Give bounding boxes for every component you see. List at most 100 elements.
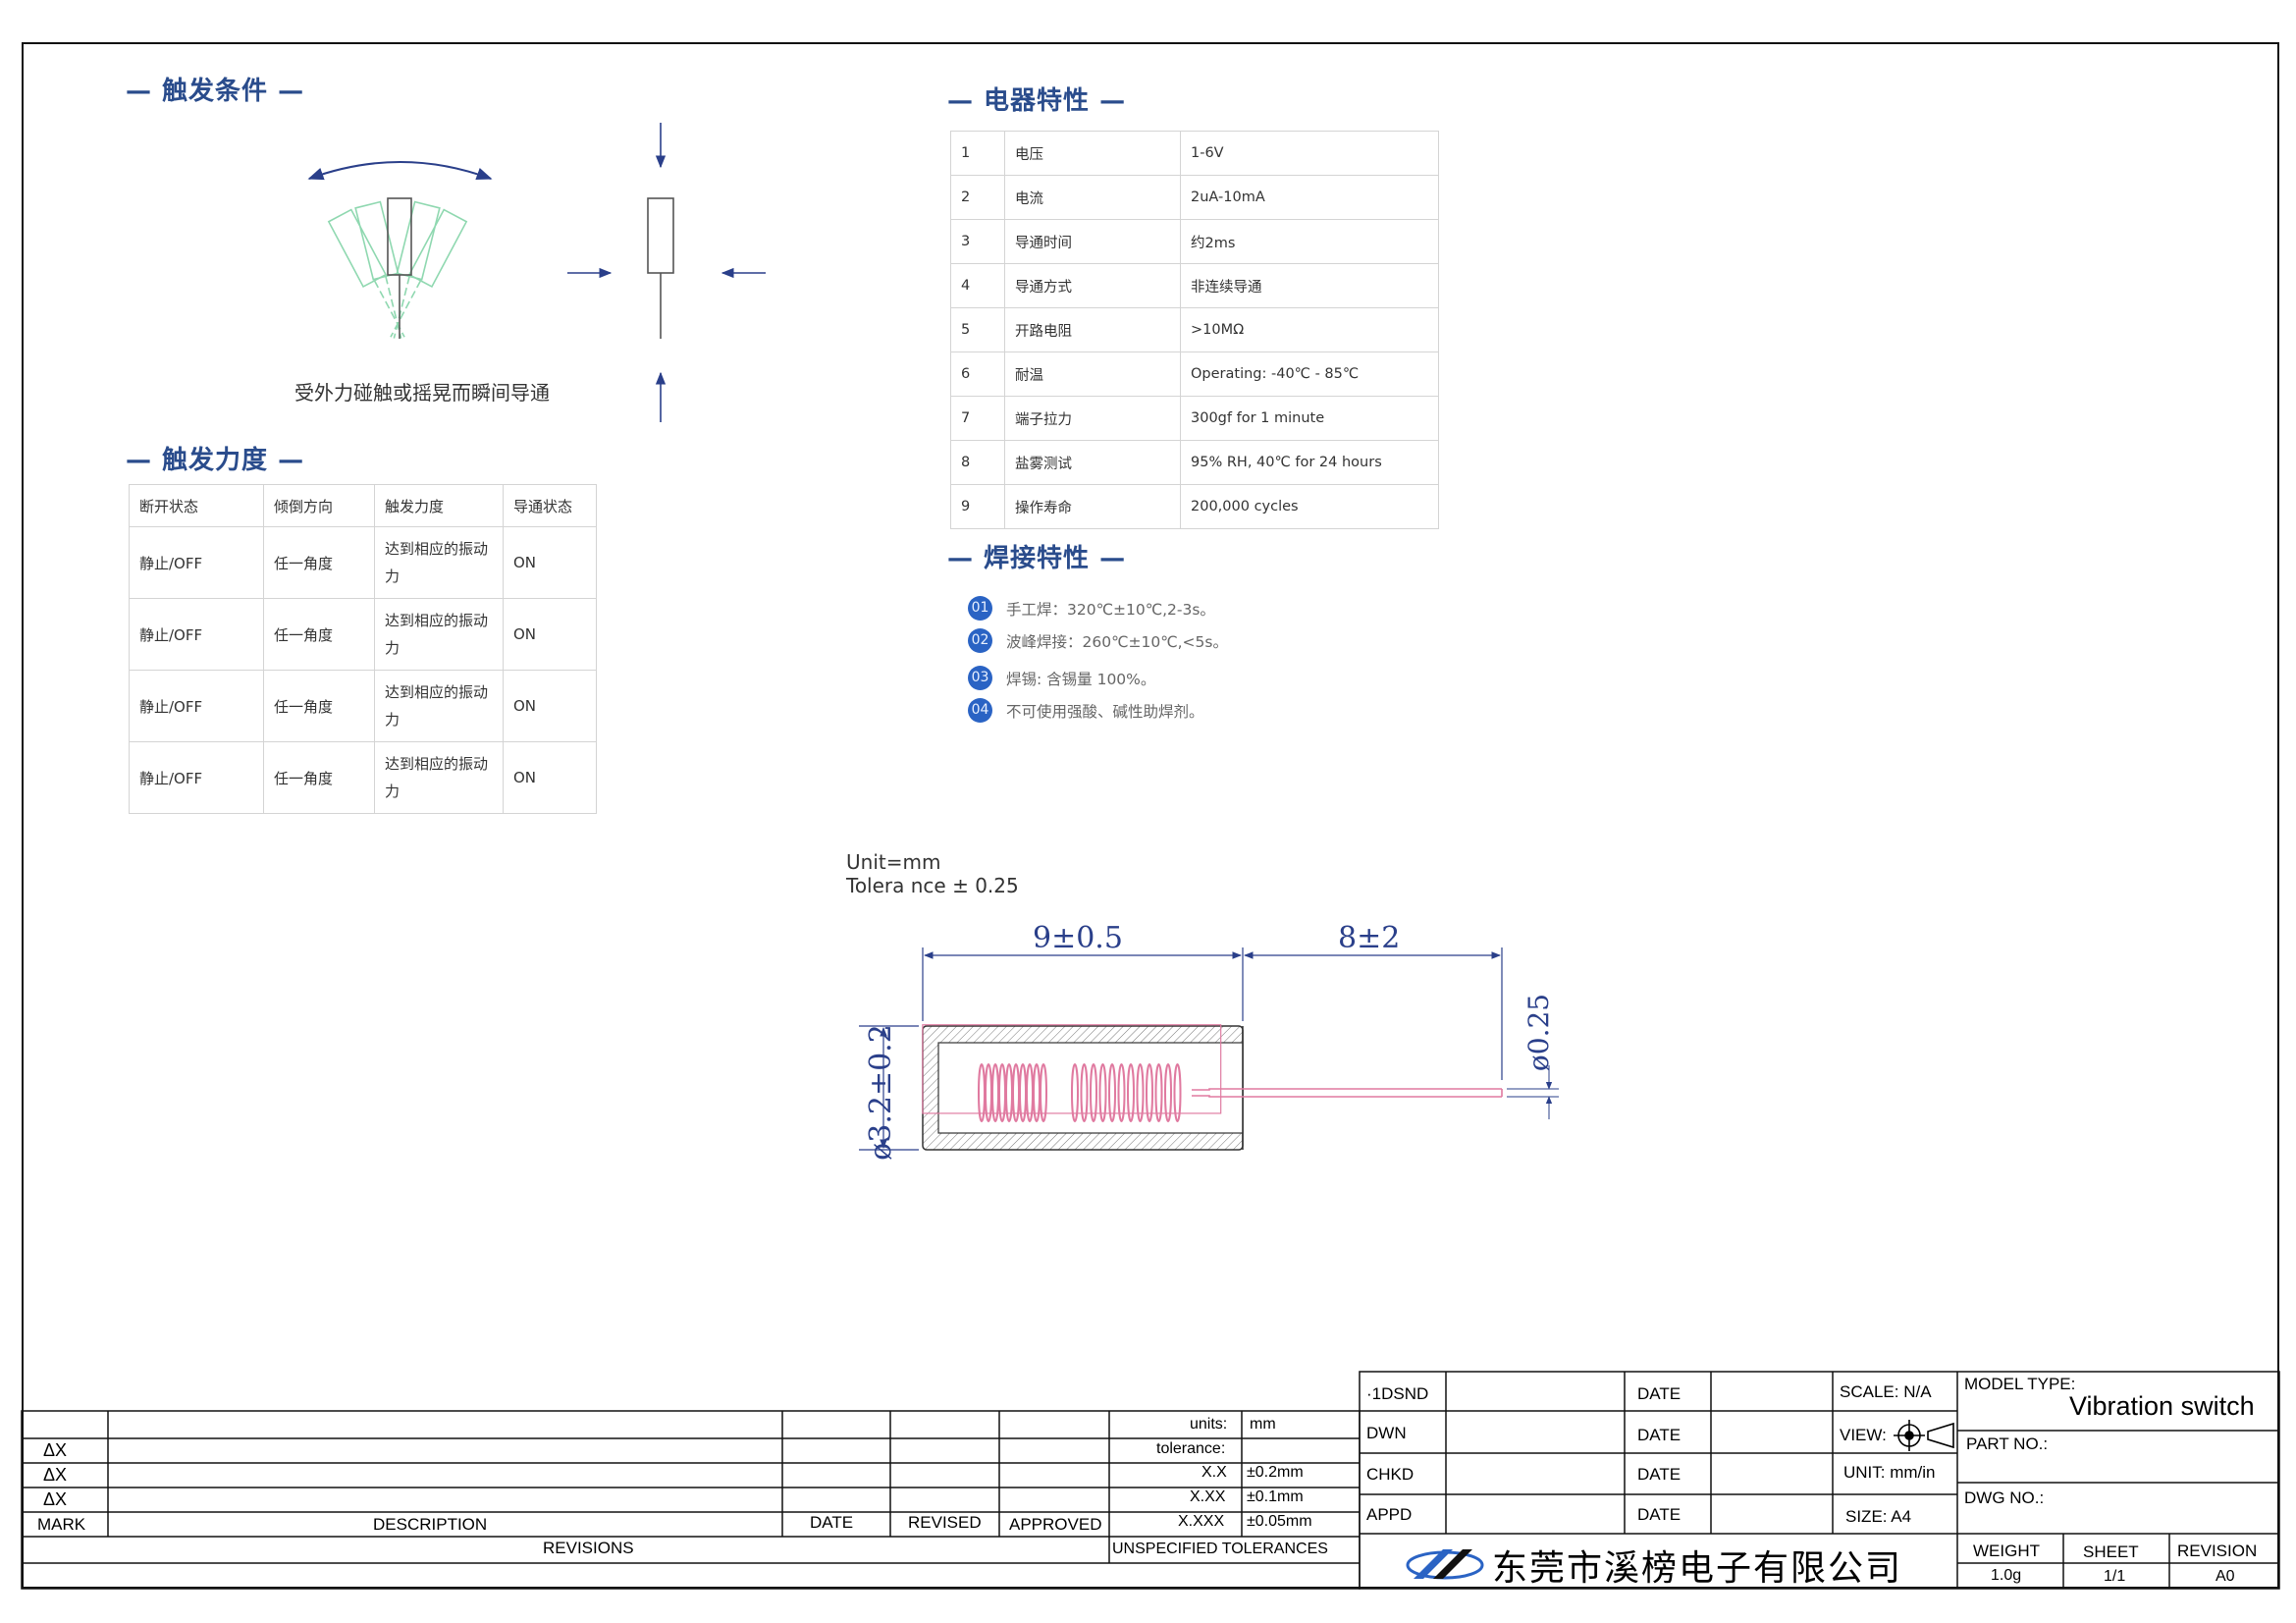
tolerance-key: X.X (1201, 1464, 1227, 1481)
spring-coil (978, 1063, 1182, 1122)
spring-coil-turn (1098, 1063, 1107, 1122)
table-cell: >10MΩ (1180, 307, 1439, 352)
welding-number-badge: 04 (968, 698, 992, 723)
table-cell: ON (503, 526, 597, 599)
dimension-lead-diameter: ø0.25 (1522, 993, 1556, 1072)
table-cell: 4 (950, 263, 1005, 308)
revision-mark-header: MARK (37, 1515, 86, 1534)
sheet-label: SHEET (2083, 1542, 2139, 1561)
spring-coil-turn (1154, 1063, 1163, 1122)
date-label: DATE (1637, 1384, 1682, 1403)
tolerance-value: ±0.2mm (1247, 1464, 1304, 1481)
section-title-trigger-force: — 触发力度 — (126, 446, 305, 475)
table-cell: 静止/OFF (129, 598, 264, 671)
welding-text: 手工焊：320℃±10℃,2-3s。 (1006, 600, 1215, 619)
signoff-checked: CHKD (1366, 1465, 1415, 1484)
spring-coil-turn (1146, 1063, 1153, 1122)
welding-text: 波峰焊接：260℃±10℃,<5s。 (1006, 632, 1228, 651)
revision-description-header: DESCRIPTION (373, 1515, 488, 1534)
revision-approved-header: APPROVED (1009, 1515, 1102, 1534)
table-cell: 开路电阻 (1004, 307, 1181, 352)
tolerance-key: X.XXX (1178, 1513, 1225, 1530)
table-cell: 任一角度 (263, 598, 375, 671)
view-label: VIEW: (1840, 1426, 1887, 1444)
date-label: DATE (1637, 1426, 1682, 1444)
table-cell: 任一角度 (263, 670, 375, 742)
spring-coil-turn (1090, 1063, 1097, 1122)
table-cell: 静止/OFF (129, 741, 264, 814)
welding-number-badge: 02 (968, 628, 992, 653)
date-label: DATE (1637, 1505, 1682, 1524)
table-header-cell: 导通状态 (503, 484, 597, 527)
table-header-cell: 倾倒方向 (263, 484, 375, 527)
drawing-border (22, 42, 2279, 1589)
spring-coil-turn (1117, 1063, 1126, 1122)
table-cell: 电流 (1004, 175, 1181, 220)
table-cell: 3 (950, 219, 1005, 264)
table-cell: 导通时间 (1004, 219, 1181, 264)
table-cell: 静止/OFF (129, 670, 264, 742)
table-cell: 2 (950, 175, 1005, 220)
unspecified-tolerances-label: UNSPECIFIED TOLERANCES (1112, 1541, 1328, 1557)
signoff-drawn: DWN (1366, 1424, 1407, 1442)
model-type-label: MODEL TYPE: (1964, 1375, 2076, 1393)
revisions-footer: REVISIONS (543, 1539, 634, 1557)
table-cell: 2uA-10mA (1180, 175, 1439, 220)
tolerance-note: Tolera nce ± 0.25 (846, 874, 1019, 897)
table-cell: 达到相应的振动力 (374, 741, 504, 814)
trigger-force-table: 断开状态 倾倒方向 触发力度 导通状态 静止/OFF 任一角度 达到相应的振动力… (129, 484, 597, 814)
signoff-designed: ·1DSND (1366, 1384, 1429, 1403)
size-label: SIZE: A4 (1845, 1507, 1912, 1526)
table-cell: 6 (950, 352, 1005, 397)
projection-view-icon (1894, 1420, 1954, 1451)
table-cell: ON (503, 741, 597, 814)
table-cell: 盐雾测试 (1004, 440, 1181, 485)
spring-coil-turn (1080, 1063, 1089, 1122)
table-cell: 9 (950, 484, 1005, 529)
sheet-value: 1/1 (2104, 1568, 2126, 1585)
table-cell: ON (503, 670, 597, 742)
table-cell: ON (503, 598, 597, 671)
spring-coil-turn (1071, 1063, 1079, 1122)
table-cell: 达到相应的振动力 (374, 670, 504, 742)
spring-coil-turn (1127, 1063, 1135, 1122)
table-cell: 任一角度 (263, 741, 375, 814)
revision-date-header: DATE (810, 1513, 854, 1532)
trigger-caption: 受外力碰触或摇晃而瞬间导通 (294, 381, 550, 405)
drawing-number-label: DWG NO.: (1964, 1488, 2045, 1507)
tolerance-label: tolerance: (1156, 1440, 1226, 1457)
table-cell: 7 (950, 396, 1005, 441)
side-view-illustration (567, 123, 766, 422)
section-title-electrical: — 电器特性 — (947, 86, 1127, 116)
table-row: 静止/OFF 任一角度 达到相应的振动力 ON (129, 526, 597, 599)
company-logo-icon (1406, 1549, 1484, 1580)
dimension-lead-length: 8±2 (1338, 921, 1401, 955)
table-cell: 电压 (1004, 131, 1181, 176)
table-cell: 静止/OFF (129, 526, 264, 599)
tolerance-key: X.XX (1190, 1488, 1226, 1505)
section-title-welding: — 焊接特性 — (947, 544, 1127, 573)
revision-mark: ΔX (43, 1489, 68, 1509)
tolerance-value: ±0.1mm (1247, 1488, 1304, 1505)
table-cell: 95% RH, 40℃ for 24 hours (1180, 440, 1439, 485)
spring-coil-turn (1164, 1063, 1172, 1122)
unit-label: UNIT: mm/in (1843, 1463, 1936, 1482)
table-cell: 约2ms (1180, 219, 1439, 264)
spring-coil-turn (1040, 1063, 1047, 1122)
table-cell: 1 (950, 131, 1005, 176)
welding-text: 焊锡: 含锡量 100%。 (1006, 670, 1156, 688)
scale-label: SCALE: N/A (1840, 1382, 1932, 1401)
table-cell: 200,000 cycles (1180, 484, 1439, 529)
table-cell: 8 (950, 440, 1005, 485)
table-cell: Operating: -40℃ - 85℃ (1180, 352, 1439, 397)
welding-number-badge: 01 (968, 596, 992, 621)
weight-value: 1.0g (1991, 1567, 2022, 1584)
signoff-approved: APPD (1366, 1505, 1413, 1524)
table-cell: 任一角度 (263, 526, 375, 599)
